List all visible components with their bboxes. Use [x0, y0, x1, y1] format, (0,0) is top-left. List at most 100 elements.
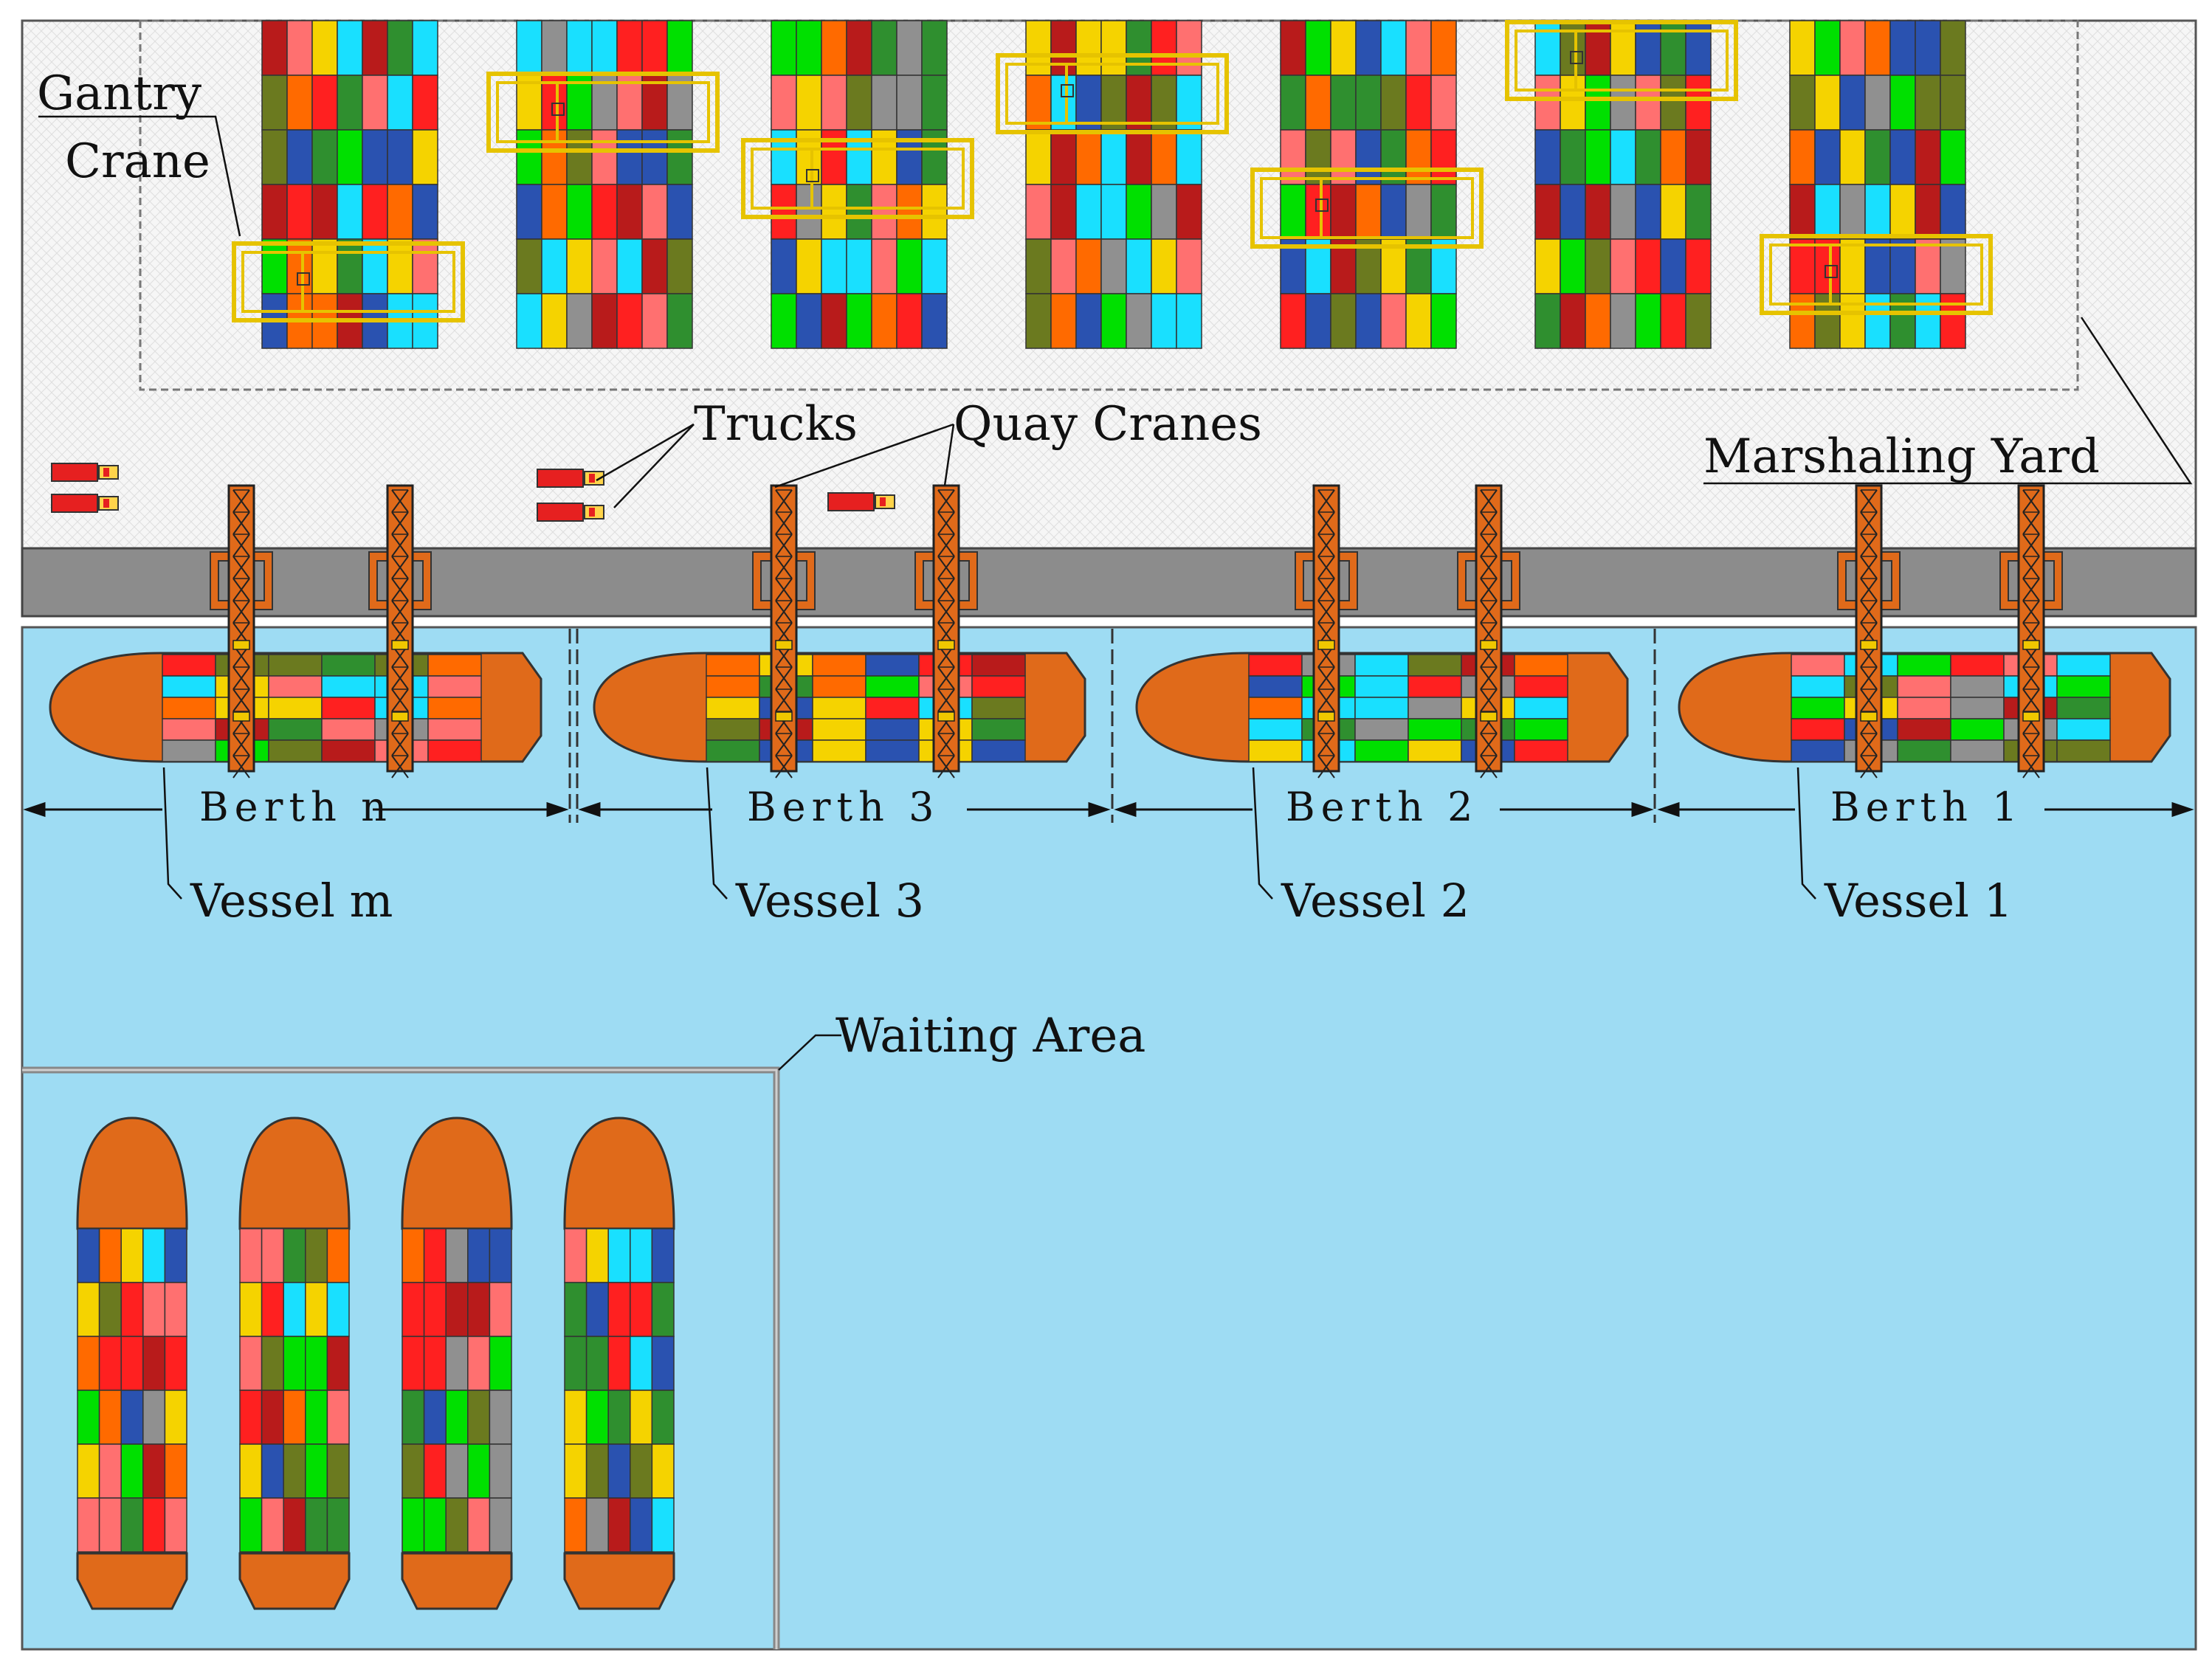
- container: [1176, 238, 1202, 294]
- gantry-crane: [232, 241, 465, 322]
- container: [1685, 184, 1712, 240]
- container: [1610, 293, 1636, 349]
- container: [142, 1390, 166, 1445]
- container: [566, 20, 593, 76]
- container: [412, 238, 438, 294]
- container: [1330, 129, 1357, 185]
- container: [896, 293, 923, 349]
- container: [423, 1390, 447, 1445]
- container: [1248, 739, 1303, 762]
- container: [1100, 20, 1127, 76]
- vessel-label: Vessel m: [190, 874, 393, 928]
- container: [261, 238, 288, 294]
- berthed-vessel: [1678, 652, 2171, 763]
- berth-label: Berth 1: [1830, 784, 2023, 830]
- container: [1560, 75, 1586, 131]
- container: [402, 1282, 425, 1337]
- container: [1950, 718, 2005, 741]
- container: [616, 75, 643, 131]
- container: [1560, 184, 1586, 240]
- container: [326, 1228, 350, 1283]
- container: [1791, 697, 1845, 719]
- container: [1791, 718, 1845, 741]
- container: [1660, 238, 1686, 294]
- container: [1380, 129, 1407, 185]
- container: [616, 20, 643, 76]
- container: [362, 20, 388, 76]
- container: [1685, 238, 1712, 294]
- yard-block: [1534, 20, 1712, 349]
- container: [1355, 293, 1382, 349]
- container: [1025, 184, 1052, 240]
- container: [1100, 129, 1127, 185]
- container: [516, 293, 542, 349]
- container: [706, 697, 760, 719]
- container: [865, 718, 920, 741]
- container: [516, 238, 542, 294]
- container: [1610, 75, 1636, 131]
- gantry-crane: [1760, 234, 1993, 315]
- container: [2056, 697, 2111, 719]
- container: [402, 1228, 425, 1283]
- container: [564, 1336, 588, 1391]
- container: [283, 1336, 306, 1391]
- container: [796, 75, 822, 131]
- container: [98, 1228, 122, 1283]
- container: [585, 1497, 609, 1553]
- container: [98, 1390, 122, 1445]
- container: [796, 293, 822, 349]
- vessel-bow: [401, 1116, 513, 1230]
- container: [821, 184, 847, 240]
- container: [1355, 129, 1382, 185]
- container: [630, 1336, 653, 1391]
- container: [1248, 675, 1303, 698]
- container: [1814, 293, 1841, 349]
- container: [607, 1336, 631, 1391]
- container: [412, 129, 438, 185]
- container: [541, 20, 568, 76]
- gantry-crane-label-line1: Gantry: [37, 66, 201, 121]
- container: [164, 1336, 187, 1391]
- container: [1635, 184, 1661, 240]
- container: [321, 697, 376, 719]
- container: [387, 184, 413, 240]
- gantry-crane: [741, 138, 974, 219]
- berth-dimension-line: [1657, 801, 2194, 818]
- quay-crane: [1295, 484, 1358, 779]
- container: [896, 75, 923, 131]
- leader-lines: [38, 115, 2193, 1071]
- container: [98, 1443, 122, 1499]
- container: [261, 129, 288, 185]
- waiting-vessel: [76, 1116, 188, 1610]
- container: [1789, 75, 1816, 131]
- container: [402, 1336, 425, 1391]
- container: [1380, 293, 1407, 349]
- container: [1075, 293, 1102, 349]
- container: [971, 654, 1026, 677]
- gantry-crane: [1505, 20, 1738, 101]
- container: [1305, 75, 1331, 131]
- container: [771, 238, 797, 294]
- vessel-label: Vessel 2: [1281, 874, 1470, 928]
- container: [311, 184, 338, 240]
- container: [1791, 739, 1845, 762]
- container: [445, 1390, 469, 1445]
- container: [326, 1443, 350, 1499]
- container: [616, 129, 643, 185]
- container: [412, 20, 438, 76]
- container: [1176, 75, 1202, 131]
- container: [427, 697, 482, 719]
- container: [651, 1228, 675, 1283]
- container: [1585, 20, 1611, 76]
- container: [516, 129, 542, 185]
- container: [1100, 75, 1127, 131]
- vessel-stern: [563, 1552, 675, 1610]
- container: [261, 20, 288, 76]
- container: [1534, 20, 1561, 76]
- container: [1408, 739, 1462, 762]
- marshaling-yard-label: Marshaling Yard: [1703, 429, 2100, 484]
- berth-label: Berth 3: [747, 784, 940, 830]
- container: [1355, 184, 1382, 240]
- container: [412, 184, 438, 240]
- container: [846, 184, 872, 240]
